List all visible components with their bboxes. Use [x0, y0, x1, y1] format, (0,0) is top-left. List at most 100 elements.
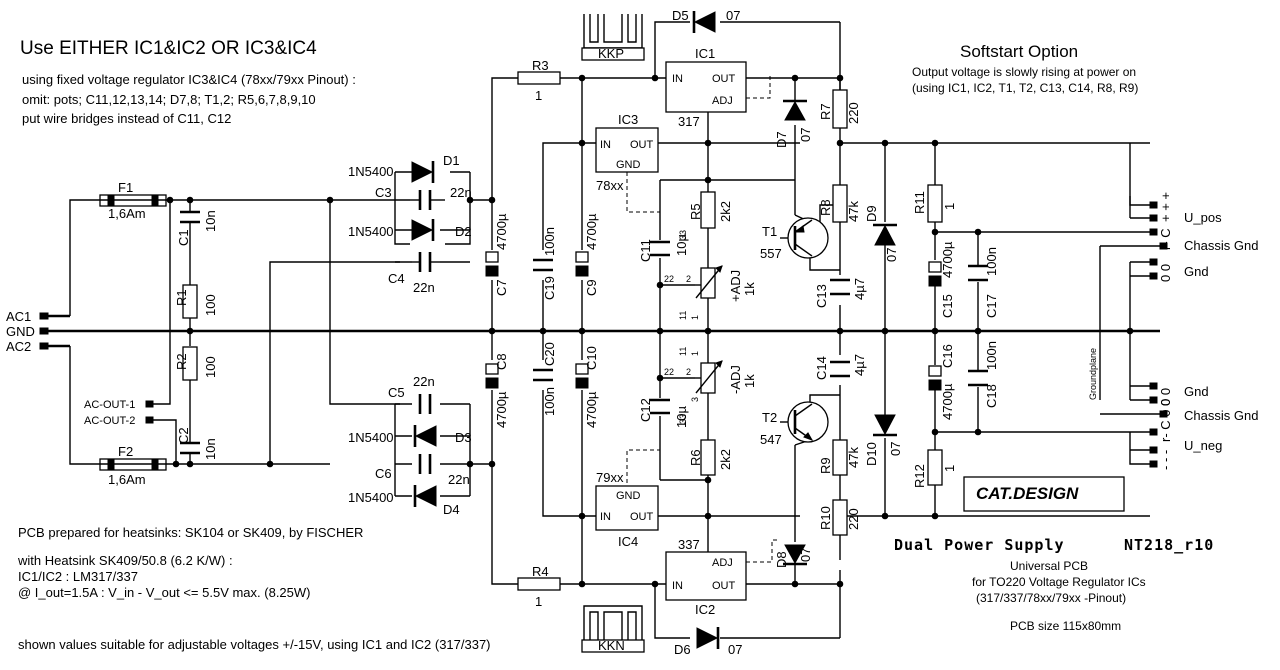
- label-ic3-in: IN: [600, 139, 611, 151]
- label-f2v: 1,6Am: [108, 472, 146, 487]
- label-u-neg: U_neg: [1184, 438, 1222, 453]
- label-c6: C6: [375, 466, 392, 481]
- label-pin-neg: - - -: [1158, 450, 1173, 470]
- label-c11: C11: [638, 239, 653, 262]
- small-capacitors: [180, 190, 988, 474]
- label-c14: C14: [814, 356, 829, 380]
- label-p2: -ADJ: [728, 365, 743, 394]
- label-p2-pin1: 1: [690, 351, 700, 356]
- label-ic3-type: 78xx: [596, 178, 624, 193]
- label-d3: D3: [455, 430, 472, 445]
- label-c2: C2: [176, 427, 191, 444]
- label-acout2: AC-OUT-2: [84, 415, 135, 427]
- label-d10: D10: [864, 442, 879, 466]
- label-c3v: 22n: [450, 185, 472, 200]
- label-ic4-type: 79xx: [596, 470, 624, 485]
- label-r5: R5: [688, 203, 703, 220]
- label-d6v: 07: [728, 642, 742, 657]
- note-softstart-line1: Output voltage is slowly rising at power…: [912, 65, 1137, 79]
- label-d2: D2: [455, 224, 472, 239]
- label-pin-cr2: r- C 0 0: [1158, 399, 1173, 442]
- label-groundplane: Groundplane: [1088, 348, 1098, 400]
- label-gnd-top: Gnd: [1184, 264, 1209, 279]
- brand-box: [963, 476, 1125, 512]
- label-c20: C20: [542, 342, 557, 366]
- product-code: NT218_r10: [1124, 536, 1215, 554]
- label-pin-g0: 0 0: [1158, 264, 1173, 282]
- fuse-f1: [99, 194, 167, 207]
- label-ic1-type: 317: [678, 114, 700, 129]
- label-c1v: 10n: [203, 210, 218, 232]
- label-r7: R7: [818, 103, 833, 120]
- diodes: [411, 11, 897, 649]
- label-c20v: 100n: [542, 387, 557, 416]
- potentiometers: [695, 265, 723, 394]
- label-r9: R9: [818, 457, 833, 474]
- label-r3v: 1: [535, 88, 542, 103]
- note-sk409-line1: with Heatsink SK409/50.8 (6.2 K/W) :: [18, 553, 233, 568]
- label-ic1-out: OUT: [712, 73, 736, 85]
- brand-name: CAT.DESIGN: [976, 484, 1079, 503]
- resistors: [182, 71, 943, 591]
- label-p2-pin11: 11: [678, 347, 688, 356]
- label-gnd-bottom: Gnd: [1184, 384, 1209, 399]
- junctions: [166, 74, 1134, 588]
- label-c7v: 4700µ: [494, 213, 509, 250]
- label-ic2-in: IN: [672, 580, 683, 592]
- label-ic4-out: OUT: [630, 511, 654, 523]
- label-c1: C1: [176, 229, 191, 246]
- label-ic2-out: OUT: [712, 580, 736, 592]
- label-chassis-gnd-top: Chassis Gnd: [1184, 238, 1258, 253]
- label-c8v: 4700µ: [494, 391, 509, 428]
- label-acout1: AC-OUT-1: [84, 399, 135, 411]
- note-softstart-line2: (using IC1, IC2, T1, T2, C13, C14, R8, R…: [912, 81, 1139, 95]
- label-c15v: 4700µ: [940, 241, 955, 278]
- label-ic3-gnd: GND: [616, 159, 641, 171]
- pcb-size: PCB size 115x80mm: [1010, 619, 1122, 633]
- label-d7: D7: [774, 131, 789, 148]
- label-c14v: 4µ7: [852, 354, 867, 376]
- label-d1: D1: [443, 153, 460, 168]
- pcb-line1: Universal PCB: [1010, 559, 1089, 573]
- label-t2: T2: [762, 410, 777, 425]
- label-c3: C3: [375, 185, 392, 200]
- label-f2: F2: [118, 444, 133, 459]
- label-d5: D5: [672, 8, 689, 23]
- label-ic2-type: 337: [678, 537, 700, 552]
- label-d9: D9: [864, 205, 879, 222]
- label-p2v: 1k: [742, 374, 757, 388]
- label-p1-pin1: 1: [690, 315, 700, 320]
- label-r11v: 1: [942, 203, 957, 210]
- label-p1-pin2: 2: [686, 274, 691, 284]
- label-p1-pin22: 22: [664, 274, 674, 284]
- label-ic4: IC4: [618, 534, 638, 549]
- input-terminals: [39, 312, 154, 424]
- label-d8v: 07: [798, 548, 813, 562]
- label-c18: C18: [984, 384, 999, 408]
- label-d6: D6: [674, 642, 691, 657]
- note-heatsinks: PCB prepared for heatsinks: SK104 or SK4…: [18, 525, 364, 540]
- label-t2v: 547: [760, 432, 782, 447]
- label-p2-pin2: 2: [686, 367, 691, 377]
- label-ic4-gnd: GND: [616, 490, 641, 502]
- label-pin-cr: r- C: [1158, 228, 1173, 250]
- label-f1: F1: [118, 180, 133, 195]
- label-r2: R2: [174, 353, 189, 370]
- note-title: Use EITHER IC1&IC2 OR IC3&IC4: [20, 38, 317, 59]
- label-ac1: AC1: [6, 309, 31, 324]
- label-p1v: 1k: [742, 282, 757, 296]
- label-p1-pin11: 11: [678, 311, 688, 320]
- label-c5: C5: [388, 385, 405, 400]
- label-ic2: IC2: [695, 602, 715, 617]
- label-c13v: 4µ7: [852, 278, 867, 300]
- label-t1v: 557: [760, 246, 782, 261]
- label-c4: C4: [388, 271, 405, 286]
- label-ic3: IC3: [618, 112, 638, 127]
- label-p2-pin33: 33: [678, 414, 688, 424]
- wires: [44, 21, 1160, 639]
- note-sk409-line3: @ I_out=1.5A : V_in - V_out <= 5.5V max.…: [18, 585, 311, 600]
- label-ic1-adj: ADJ: [712, 95, 733, 107]
- label-ic1-in: IN: [672, 73, 683, 85]
- label-r10: R10: [818, 506, 833, 530]
